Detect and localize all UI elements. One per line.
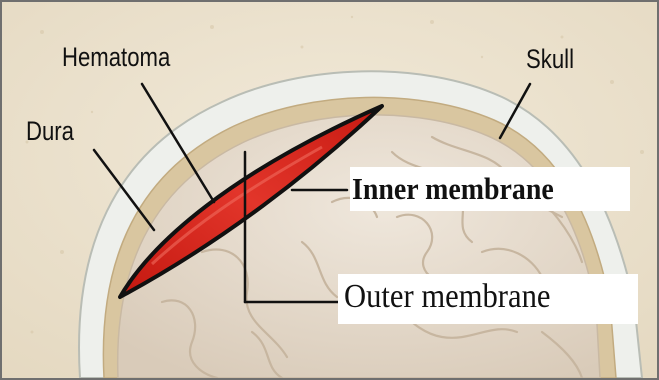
dura-label: Dura	[26, 118, 74, 145]
outer-membrane-label: Outer membrane	[344, 280, 550, 314]
hematoma-label: Hematoma	[62, 44, 170, 71]
skull-label: Skull	[526, 46, 574, 73]
inner-membrane-label: Inner membrane	[352, 173, 554, 204]
